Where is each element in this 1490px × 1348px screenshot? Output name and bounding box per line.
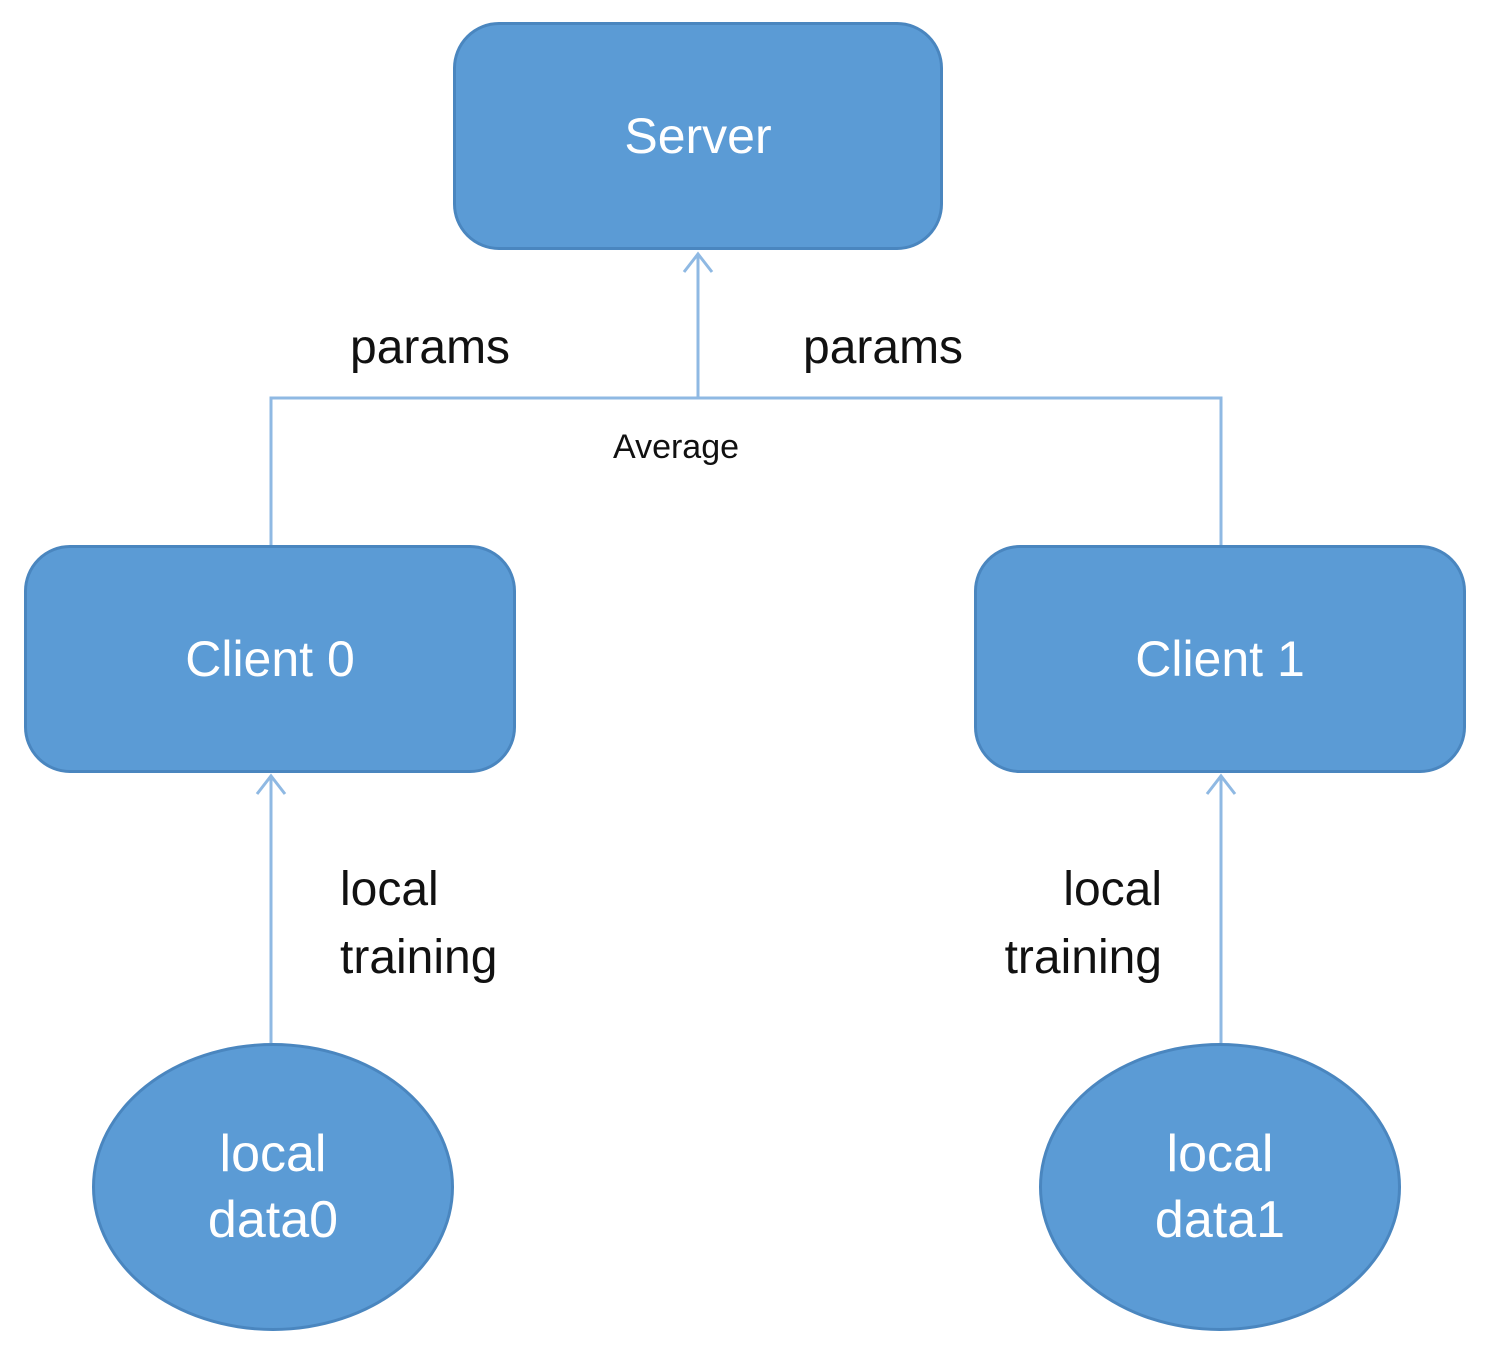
local-training-label-left: local training [340, 856, 497, 992]
local-training-right-line1: local [1063, 863, 1162, 916]
client1-arrowhead [1205, 773, 1237, 795]
average-label: Average [613, 428, 740, 466]
client-1-node: Client 1 [974, 545, 1466, 773]
local-training-label-right: local training [950, 856, 1162, 992]
server-node: Server [453, 22, 943, 250]
client0-arrowhead [255, 773, 287, 795]
local-data-1-line1: local [1166, 1125, 1274, 1183]
params-label-left: params [350, 321, 511, 374]
server-arrowhead [682, 251, 714, 273]
local-data-1-line2: data1 [1154, 1191, 1286, 1249]
server-label: Server [624, 108, 772, 164]
local-training-left-line1: local [340, 863, 439, 916]
client-0-label: Client 0 [185, 631, 355, 687]
aggregation-connector [269, 396, 1223, 545]
local-data-0-line1: local [219, 1125, 327, 1183]
local-training-right-line2: training [1004, 931, 1162, 984]
params-label-right: params [803, 321, 964, 374]
client-1-label: Client 1 [1135, 631, 1305, 687]
local-training-left-line2: training [340, 931, 498, 984]
local-data-0-line2: data0 [207, 1191, 339, 1249]
local-data-1-node: local data1 [1039, 1043, 1401, 1331]
local-data-0-node: local data0 [92, 1043, 454, 1331]
client-0-node: Client 0 [24, 545, 516, 773]
